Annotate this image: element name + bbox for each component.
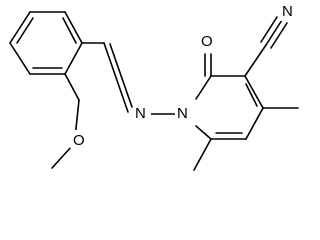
imine-nitrogen-label-group: N xyxy=(133,104,151,122)
ring-bond xyxy=(195,75,212,100)
imine-double-bond-inner xyxy=(109,43,133,108)
aryl-o-bond xyxy=(64,73,80,101)
oxygen-carbonyl-label-group: O xyxy=(199,32,217,50)
oxygen-methoxy-label: O xyxy=(73,132,85,149)
oxygen-methoxy-label-group: O xyxy=(70,130,88,149)
ring-bond xyxy=(244,75,264,109)
ring-bond xyxy=(195,125,212,140)
oxygen-carbonyl-label: O xyxy=(201,33,213,50)
ring-bond xyxy=(245,107,264,140)
benzene-bond xyxy=(64,42,83,75)
nitrile-triple-bond xyxy=(260,16,278,43)
benzene-bond xyxy=(9,11,31,44)
nitrile-nitrogen-label-group: N xyxy=(280,3,298,21)
ring-nitrogen-label: N xyxy=(177,105,188,122)
benzene-bond xyxy=(9,42,31,75)
imine-double-bond xyxy=(103,42,129,113)
imine-nitrogen-label: N xyxy=(135,105,146,122)
ring-nitrogen-label-group: N xyxy=(175,104,193,122)
nitrile-triple-bond xyxy=(270,22,288,49)
o-methyl-bond xyxy=(51,145,73,169)
nitrile-nitrogen-label: N xyxy=(282,3,293,20)
ring-double-bond xyxy=(245,83,258,107)
benzene-double-bond xyxy=(62,17,77,44)
methyl-bond-6 xyxy=(193,138,212,171)
c-cn-bond xyxy=(244,44,267,77)
structure-diagram: O O N N N xyxy=(9,3,299,171)
benzene-double-bond xyxy=(16,17,34,44)
nitrile-triple-bond xyxy=(265,19,283,46)
pyridinone-ring xyxy=(195,75,264,140)
benzene-ring xyxy=(9,11,83,75)
benzene-bond xyxy=(64,11,83,44)
